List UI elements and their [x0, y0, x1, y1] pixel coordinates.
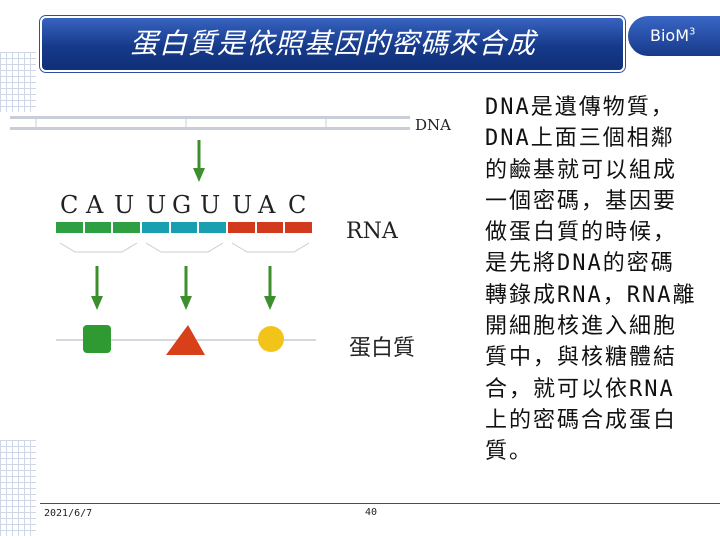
translation-arrow-head [180, 296, 192, 310]
codon-bracket [59, 242, 138, 253]
decorative-grid-top [0, 52, 36, 112]
explanation-line: 是先將DNA的密碼 [485, 251, 675, 277]
explanation-line: 上的密碼合成蛋白 [485, 407, 678, 433]
brand-bar [628, 16, 720, 56]
explanation-line: 做蛋白質的時候， [485, 220, 678, 246]
explanation-line: 開細胞核進入細胞 [485, 314, 678, 340]
rna-base: U [146, 191, 167, 219]
transcription-arrow-head [193, 168, 205, 182]
explanation-text: DNA是遺傳物質， DNA上面三個相鄰 的鹼基就可以組成 一個密碼，基因要 做蛋… [485, 92, 717, 468]
explanation-line: 質中，與核糖體結 [485, 345, 678, 371]
translation-arrow-head [91, 296, 103, 310]
codon-bracket [231, 242, 310, 253]
codon-bracket [145, 242, 224, 253]
rna-base: A [258, 191, 276, 219]
dna-strand-top [10, 116, 410, 119]
amino-acid-circle [258, 326, 284, 352]
codon-red [228, 222, 312, 233]
amino-acid-triangle [166, 325, 205, 355]
rna-base: U [114, 191, 135, 219]
brand-name: BioM [650, 26, 690, 45]
rna-base: U [200, 191, 221, 219]
explanation-line: DNA上面三個相鄰 [485, 126, 675, 152]
rna-base: U [232, 191, 253, 219]
rna-base: A [86, 191, 104, 219]
explanation-line: DNA是遺傳物質， [485, 95, 675, 120]
codon-brackets [59, 242, 310, 253]
explanation-line: 一個密碼，基因要 [485, 188, 678, 214]
explanation-line: 質。 [485, 439, 534, 465]
slide-title: 蛋白質是依照基因的密碼來合成 [130, 27, 537, 60]
page-number: 40 [365, 507, 378, 518]
footer-divider [40, 503, 720, 504]
transcription-arrow [193, 140, 205, 182]
explanation-line: 合，就可以依RNA [485, 376, 675, 402]
rna-base: C [288, 191, 307, 219]
dna-strand [10, 116, 410, 130]
brand-superscript: 3 [689, 26, 696, 38]
rna-label: RNA [346, 219, 398, 244]
translation-arrows [91, 266, 276, 310]
rna-strand [56, 222, 312, 233]
codon-teal [142, 222, 226, 233]
protein-label: 蛋白質 [349, 336, 416, 361]
dna-label: DNA [415, 116, 451, 134]
footer-date: 2021/6/7 [44, 508, 93, 519]
decorative-grid-bottom [0, 440, 36, 536]
explanation-line: 轉錄成RNA，RNA離 [485, 282, 697, 308]
explanation-line: 的鹼基就可以組成 [485, 157, 678, 183]
translation-arrow-head [264, 296, 276, 310]
amino-acid-square [83, 325, 111, 353]
dna-strand-bottom [10, 127, 410, 130]
brand-logo: BioM3 [650, 26, 695, 45]
rna-base: G [172, 191, 192, 219]
rna-base: C [60, 191, 79, 219]
codon-green [56, 222, 140, 233]
title-bar [40, 16, 625, 72]
